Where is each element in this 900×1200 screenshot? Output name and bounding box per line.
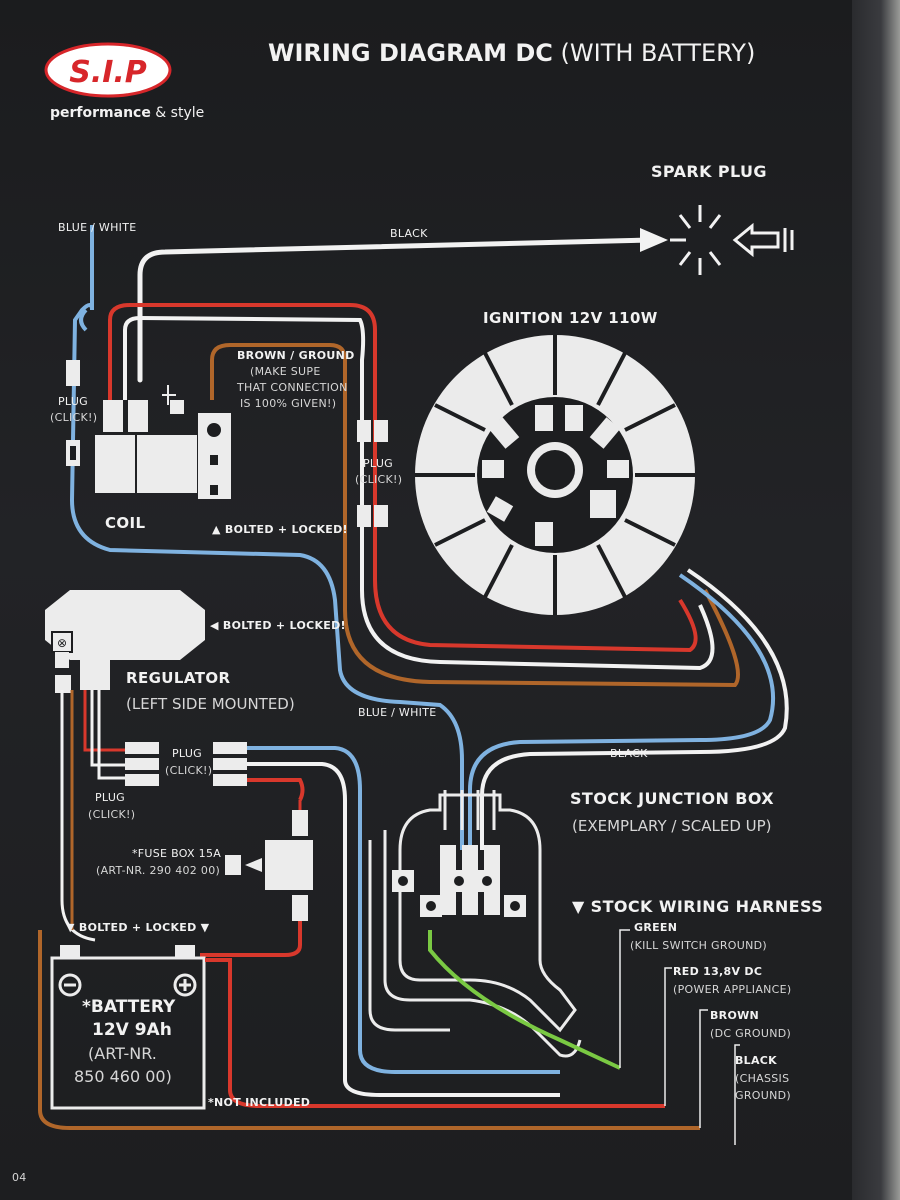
tagline-bold: performance — [50, 105, 151, 121]
battery-icon — [50, 945, 206, 1110]
junction-box-icon — [368, 790, 582, 1058]
wire-brown-loop — [210, 343, 740, 688]
label-bolted-battery: ▼ BOLTED + LOCKED ▼ — [66, 921, 210, 934]
page-title: WIRING DIAGRAM DC (WITH BATTERY) — [268, 39, 756, 68]
logo-text: S.I.P — [69, 55, 147, 90]
wire-black-ht — [137, 228, 668, 383]
title-bold: WIRING DIAGRAM DC — [268, 39, 553, 67]
wire-regulator — [60, 690, 125, 942]
label-bolted-coil: ▲ BOLTED + LOCKED! — [212, 523, 348, 536]
plug-connector-mid — [357, 420, 388, 527]
sip-logo: S.I.P — [44, 42, 172, 98]
label-black-sub2: GROUND) — [735, 1089, 791, 1102]
junction-terminals — [392, 845, 526, 917]
label-battery-2: 12V 9Ah — [92, 1020, 172, 1040]
svg-text:⊗: ⊗ — [57, 636, 67, 650]
label-plug-reg: PLUG — [172, 747, 202, 760]
coil-icon — [95, 385, 231, 499]
label-brown-ground: BROWN / GROUND — [237, 349, 355, 362]
tagline: performance & style — [50, 105, 204, 121]
fuse-box-icon — [200, 800, 313, 957]
label-green: GREEN — [634, 921, 678, 934]
label-plug-mid: PLUG — [363, 457, 393, 470]
wire-green — [428, 930, 621, 1070]
label-regulator-sub: (LEFT SIDE MOUNTED) — [126, 695, 295, 713]
page-edge — [852, 0, 900, 1200]
label-bolted-reg: ◀ BOLTED + LOCKED! — [210, 619, 346, 632]
label-black-sub1: (CHASSIS — [735, 1072, 790, 1085]
label-brown-sub: (DC GROUND) — [710, 1027, 792, 1040]
label-battery-4: 850 460 00) — [74, 1067, 172, 1086]
plug-connector-regulator — [125, 742, 247, 786]
label-make-sure-3: IS 100% GIVEN!) — [240, 397, 337, 410]
wire-stator-loops — [468, 568, 789, 850]
wire-white-loop — [123, 315, 715, 671]
title-rest: (WITH BATTERY) — [560, 39, 756, 67]
plug-connector-left — [66, 360, 80, 466]
tagline-rest: & style — [155, 105, 205, 121]
regulator-icon: ⊗ — [45, 590, 205, 693]
wire-red-main — [108, 303, 698, 653]
label-red: RED 13,8V DC — [673, 965, 763, 978]
label-plug-low: PLUG — [95, 791, 125, 804]
label-make-sure-2: THAT CONNECTION — [237, 381, 348, 394]
label-coil: COIL — [105, 514, 146, 532]
label-plug-left-click: (CLICK!) — [50, 411, 98, 424]
label-plug-left: PLUG — [58, 395, 88, 408]
wire-to-junction — [247, 746, 560, 1097]
label-green-sub: (KILL SWITCH GROUND) — [630, 939, 767, 952]
label-battery-1: *BATTERY — [82, 997, 176, 1017]
label-not-included: *NOT INCLUDED — [208, 1096, 311, 1109]
label-battery-3: (ART-NR. — [88, 1044, 157, 1063]
label-blue-white-top: BLUE / WHITE — [58, 221, 137, 234]
label-junction-box-sub: (EXEMPLARY / SCALED UP) — [572, 817, 772, 835]
label-brown: BROWN — [710, 1009, 760, 1022]
label-wiring-harness: ▼ STOCK WIRING HARNESS — [572, 897, 824, 916]
label-plug-low-click: (CLICK!) — [88, 808, 136, 821]
label-blue-white-mid: BLUE / WHITE — [358, 706, 437, 719]
label-regulator: REGULATOR — [126, 669, 231, 687]
stator-icon — [415, 335, 695, 615]
wire-blue-white — [69, 225, 464, 850]
wire-bottom-runs — [38, 930, 700, 1130]
label-black-top: BLACK — [390, 227, 428, 240]
label-fuse-box: *FUSE BOX 15A — [132, 847, 222, 860]
harness-leader-lines — [619, 929, 740, 1145]
label-red-sub: (POWER APPLIANCE) — [673, 983, 792, 996]
page-number: 04 — [12, 1171, 27, 1184]
label-spark-plug: SPARK PLUG — [651, 162, 767, 181]
label-fuse-art: (ART-NR. 290 402 00) — [96, 864, 221, 877]
label-plug-reg-click: (CLICK!) — [165, 764, 213, 777]
label-black: BLACK — [735, 1054, 778, 1067]
label-ignition: IGNITION 12V 110W — [483, 309, 658, 327]
label-make-sure-1: (MAKE SUPE — [250, 365, 321, 378]
label-black-mid: BLACK — [610, 747, 648, 760]
label-plug-mid-click: (CLICK!) — [355, 473, 403, 486]
spark-plug-icon — [670, 205, 794, 275]
label-junction-box: STOCK JUNCTION BOX — [570, 789, 775, 808]
